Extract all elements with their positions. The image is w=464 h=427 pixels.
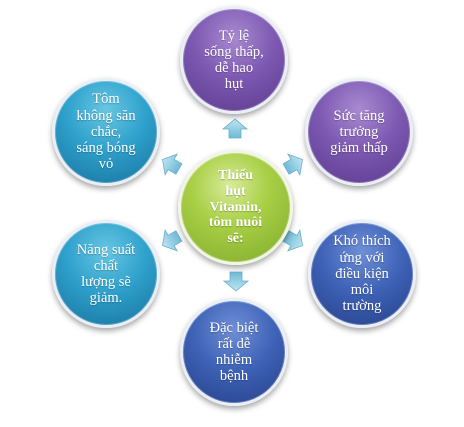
arrow-lower-right-icon: [282, 228, 303, 252]
node-lower-left: Năng suất chất lượng sẽ giảm.: [52, 220, 160, 328]
node-upper-right: Sức tăng trưởng giảm thấp: [305, 78, 413, 186]
node-lower-left-label: Năng suất chất lượng sẽ giảm.: [76, 241, 136, 307]
node-upper-left: Tôm không săn chắc, sáng bóng vỏ: [52, 78, 160, 186]
node-lower-right-label: Khó thích ứng với điều kiện môi trường: [333, 233, 391, 315]
arrow-upper-left-icon: [162, 153, 183, 177]
arrow-lower-left-icon: [162, 228, 183, 252]
node-upper-left-label: Tôm không săn chắc, sáng bóng vỏ: [76, 91, 136, 173]
center-node: Thiếu hụt Vitamin, tôm nuôi sẽ:: [178, 150, 293, 265]
node-top-label: Tỷ lệ sống thấp, dễ hao hụt: [204, 27, 264, 93]
arrow-top-icon: [221, 118, 249, 139]
center-label: Thiếu hụt Vitamin, tôm nuôi sẽ:: [208, 168, 263, 246]
node-lower-right: Khó thích ứng với điều kiện môi trường: [308, 220, 416, 328]
node-bottom: Đặc biệt rất dễ nhiễm bệnh: [180, 298, 288, 406]
arrow-upper-right-icon: [282, 153, 303, 177]
node-bottom-label: Đặc biệt rất dễ nhiễm bệnh: [209, 319, 259, 385]
node-upper-right-label: Sức tăng trưởng giảm thấp: [330, 107, 388, 157]
node-top: Tỷ lệ sống thấp, dễ hao hụt: [180, 6, 288, 114]
arrow-bottom-icon: [222, 271, 250, 292]
